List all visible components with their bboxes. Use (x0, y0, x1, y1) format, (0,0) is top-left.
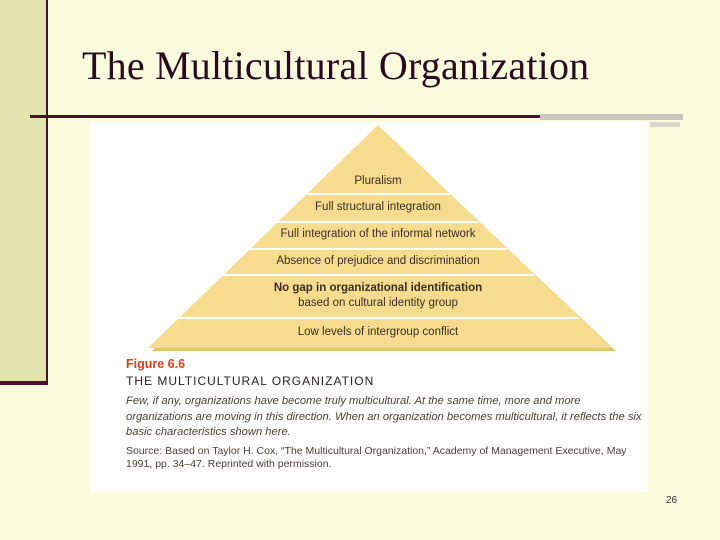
left-accent-bar-foot (0, 381, 48, 385)
figure-caption: Figure 6.6 THE MULTICULTURAL ORGANIZATIO… (126, 357, 646, 471)
figure-title: THE MULTICULTURAL ORGANIZATION (126, 374, 375, 388)
pyramid-level-2-label: Full structural integration (315, 201, 441, 213)
title-underline-extension (540, 114, 683, 120)
slide-number: 26 (666, 495, 678, 506)
pyramid-level-5-line-1-label: No gap in organizational identification (274, 282, 482, 294)
pyramid-shape (148, 125, 612, 348)
pyramid-level-1-label: Pluralism (354, 175, 401, 187)
pyramid-level-3-label: Full integration of the informal network (281, 228, 476, 240)
pyramid-level-6-label: Low levels of intergroup conflict (298, 326, 459, 338)
slide-title: The Multicultural Organization (82, 43, 590, 88)
left-accent-bar (0, 0, 48, 385)
title-underline-extension-lower (650, 122, 680, 127)
figure-number: Figure 6.6 (126, 357, 186, 371)
figure-source: Source: Based on Taylor H. Cox, “The Mul… (126, 444, 627, 470)
figure-description: Few, if any, organizations have become t… (126, 395, 642, 438)
pyramid-level-4-label: Absence of prejudice and discrimination (276, 255, 479, 267)
pyramid-level-5-line-2-label: based on cultural identity group (298, 297, 458, 309)
title-underline (30, 115, 540, 118)
